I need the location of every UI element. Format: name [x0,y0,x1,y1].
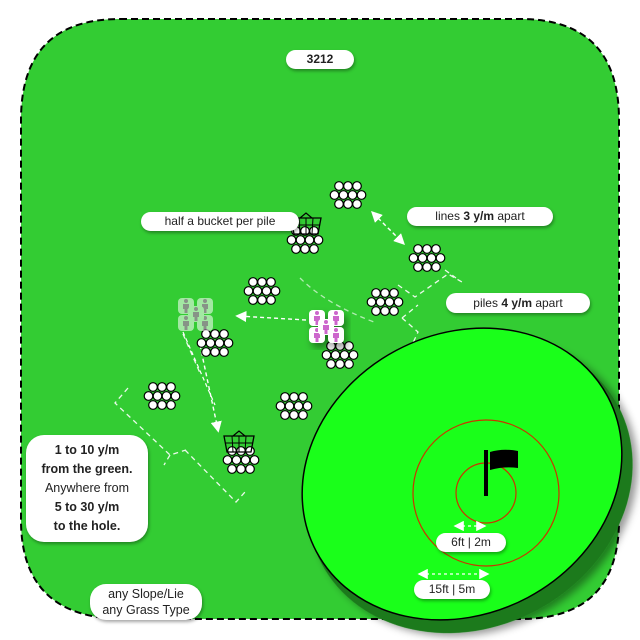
bucket-label: half a bucket per pile [141,212,299,231]
distance-line-2: from the green. [41,462,133,476]
ball-pile [243,277,281,305]
distance-line-1: 1 to 10 y/m [54,443,120,457]
lines-spacing-arrow [371,211,405,245]
lines-value: 3 y/m [463,209,494,223]
ball-pile [408,244,446,272]
ball-pile [196,329,234,357]
piles-spacing-label: piles 4 y/m apart [446,293,590,313]
next-station-arrow [199,344,222,433]
distance-line-3: Anywhere from [44,481,130,495]
conditions-line-1: any Slope/Lie [108,587,184,601]
drill-number-label: 3212 [286,50,354,69]
piles-suffix: apart [532,296,563,310]
ball-pile [222,446,260,474]
ball-pile [275,392,313,420]
lines-spacing-label: lines 3 y/m apart [407,207,553,226]
piles-value: 4 y/m [501,296,532,310]
putting-green [301,327,633,634]
rotation-arrow [235,310,307,323]
distance-line-4: 5 to 30 y/m [54,500,120,514]
distance-line-5: to the hole. [53,519,121,533]
inner-ring-label: 6ft | 2m [436,533,506,552]
ball-pile [366,288,404,316]
ball-pile [286,226,324,254]
outer-ring [412,419,560,567]
conditions-box: any Slope/Lie any Grass Type [90,584,202,620]
lines-prefix: lines [435,209,464,223]
ball-pile [321,341,359,369]
lines-suffix: apart [494,209,525,223]
piles-prefix: piles [473,296,502,310]
conditions-line-2: any Grass Type [102,603,190,617]
movement-paths [114,269,463,503]
distance-info-box: 1 to 10 y/m from the green. Anywhere fro… [26,435,148,542]
flag-icon [484,449,518,496]
line-arrow-tl [182,331,216,406]
ball-pile [143,382,181,410]
outer-ring-label: 15ft | 5m [414,580,490,599]
ball-pile [329,181,367,209]
